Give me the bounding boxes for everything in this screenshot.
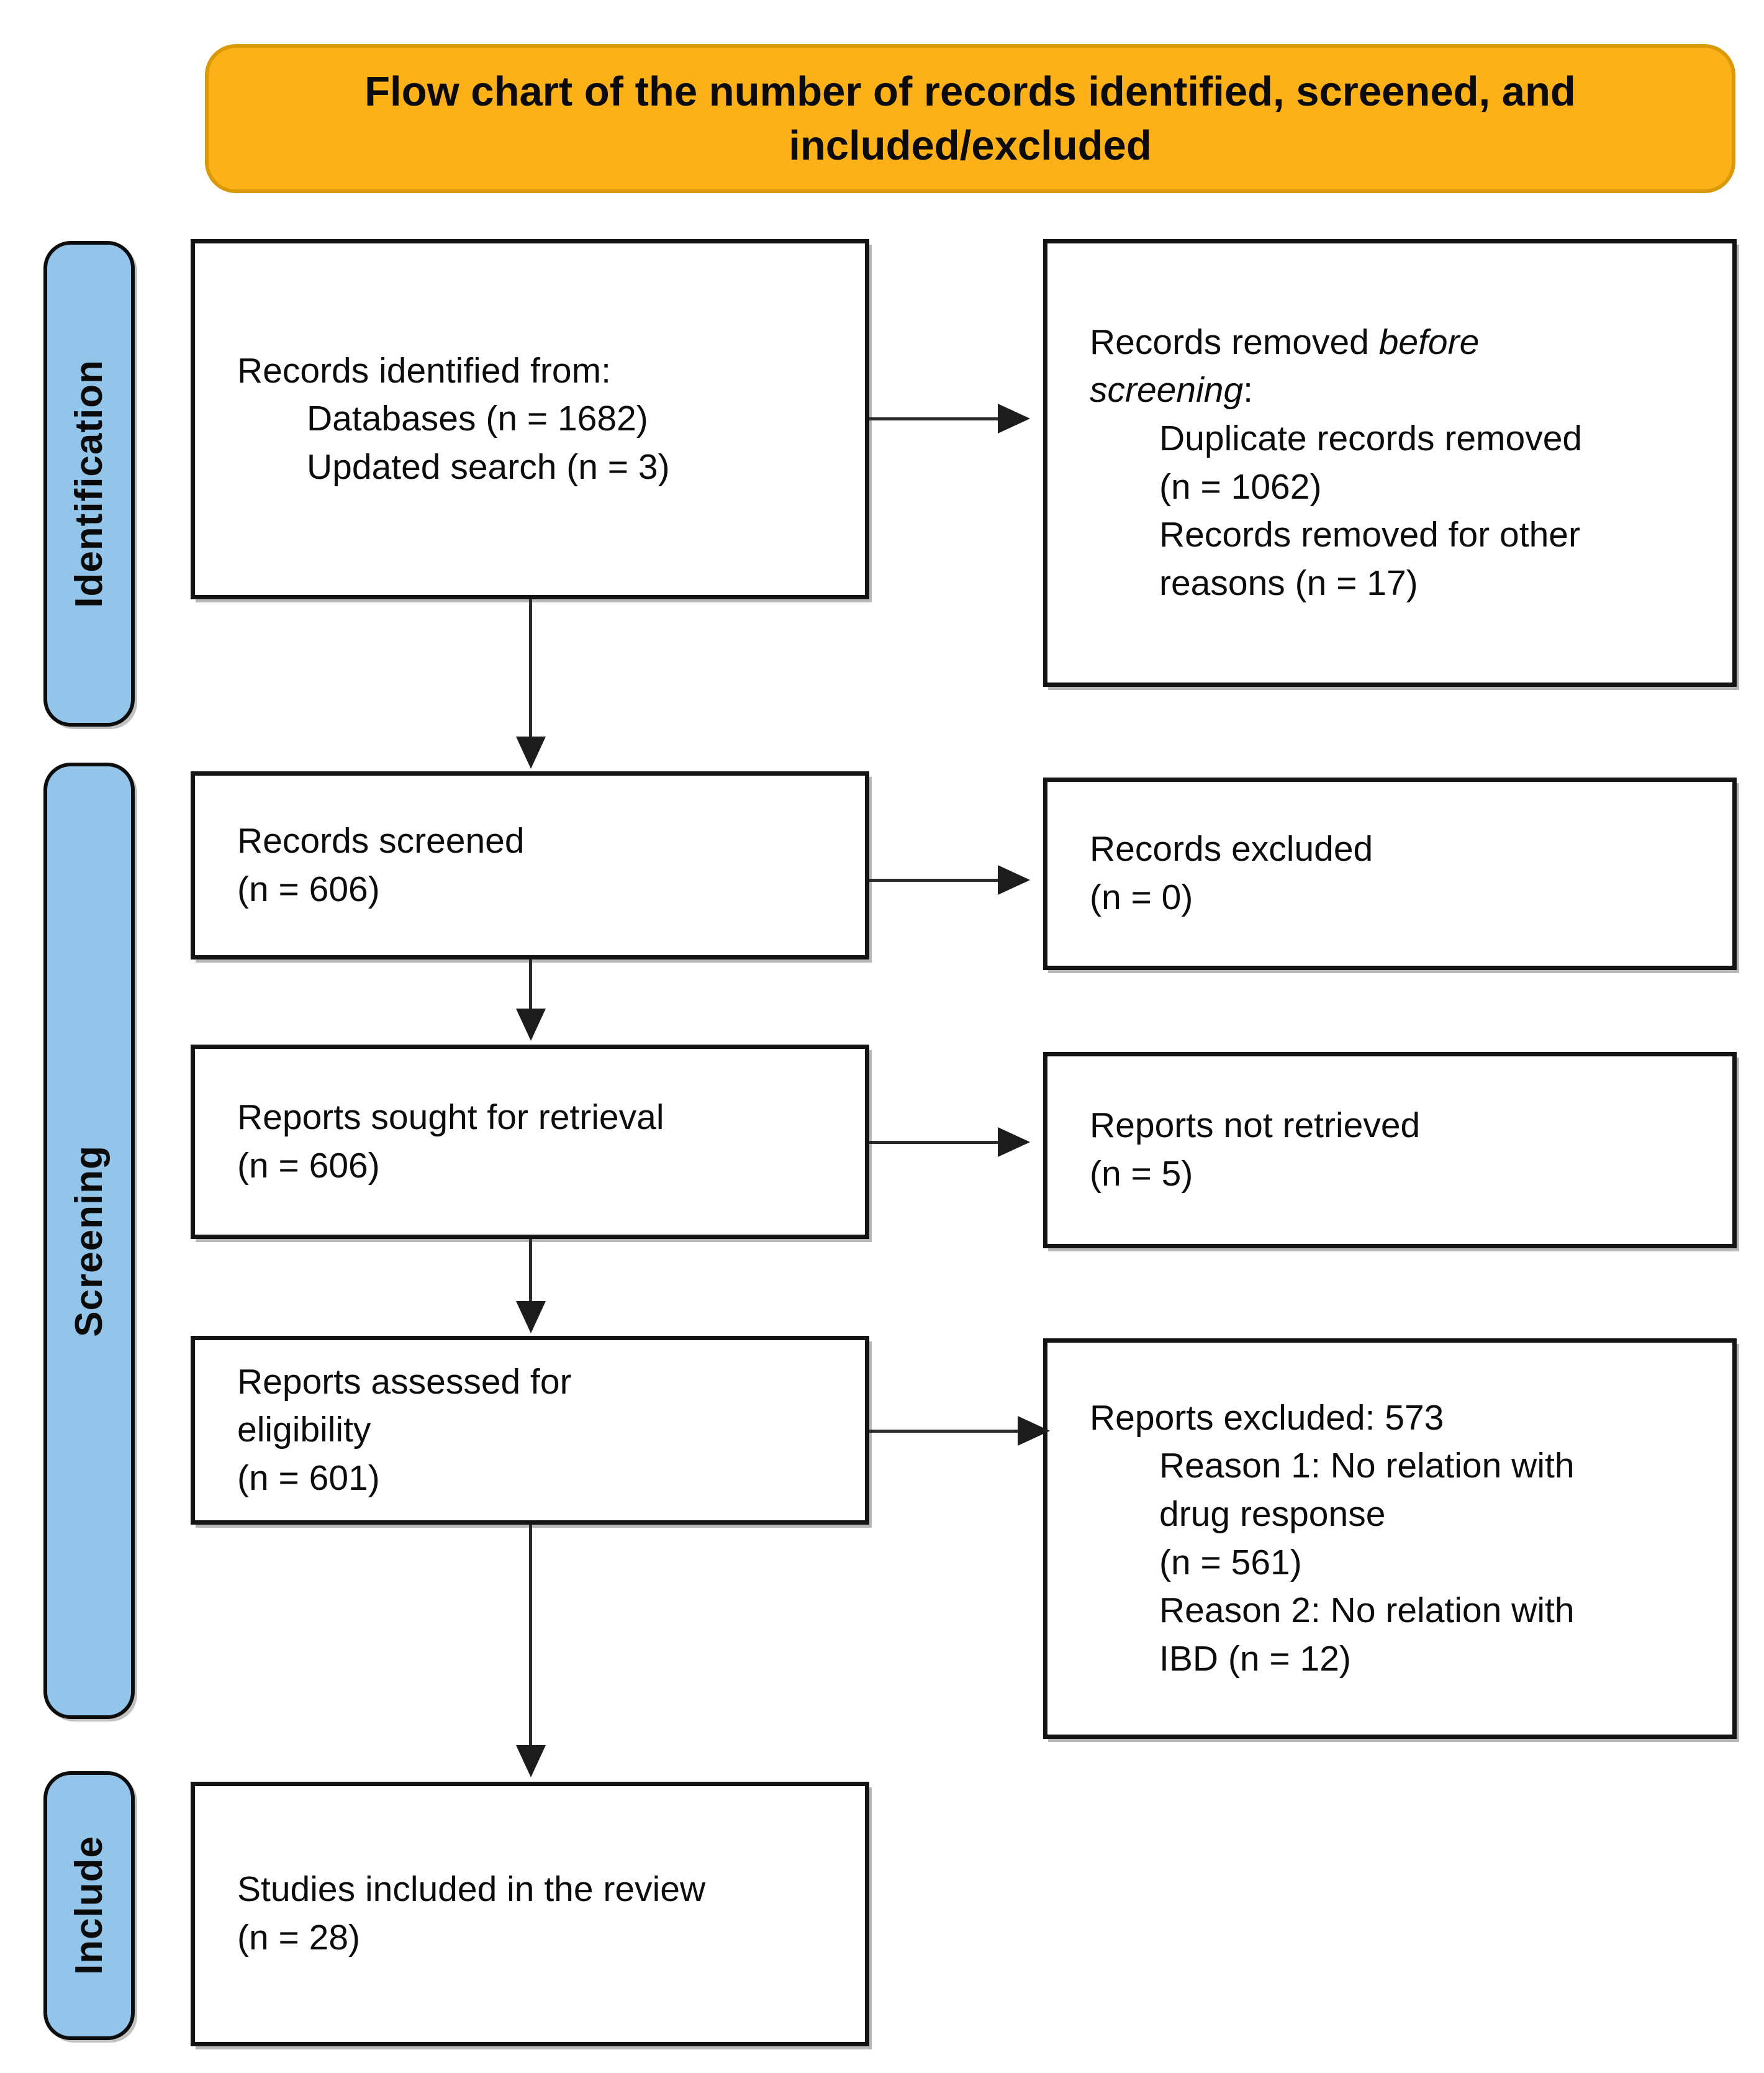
arrow-sought-to-assessed-head-icon: [516, 1301, 546, 1333]
text-line: Records excluded: [1090, 825, 1690, 874]
arrow-identified-to-screened-head-icon: [516, 737, 546, 769]
text-segment: (n = 601): [237, 1458, 380, 1498]
stage-label-include-text: Include: [68, 1836, 111, 1975]
text-segment: (n = 606): [237, 1145, 380, 1186]
text-segment: drug response: [1159, 1494, 1386, 1534]
text-segment: :: [1243, 370, 1253, 411]
stage-label-screening-text: Screening: [68, 1145, 111, 1337]
text-line: Reports sought for retrieval: [237, 1094, 823, 1142]
text-line: (n = 1062): [1090, 463, 1690, 512]
text-segment: Reason 1: No relation with: [1159, 1446, 1575, 1486]
text-segment: (n = 1062): [1159, 466, 1322, 507]
text-line: Reports excluded: 573: [1090, 1394, 1690, 1443]
arrow-identified-to-removed-head-icon: [998, 404, 1030, 433]
arrow-assessed-to-reportsexcluded-head-icon: [1018, 1416, 1050, 1446]
arrow-assessed-to-reportsexcluded-line: [869, 1430, 1018, 1433]
text-segment: screening: [1090, 370, 1244, 411]
text-line: Updated search (n = 3): [237, 443, 823, 492]
arrow-identified-to-screened-line: [529, 599, 532, 737]
text-line: IBD (n = 12): [1090, 1635, 1690, 1684]
stage-label-identification: Identification: [43, 241, 135, 727]
text-line: Records identified from:: [237, 347, 823, 396]
text-line: Studies included in the review: [237, 1866, 823, 1914]
box-records-excluded: Records excluded (n = 0): [1043, 778, 1737, 970]
text-line: Duplicate records removed: [1090, 415, 1690, 463]
text-segment: Reports sought for retrieval: [237, 1097, 664, 1137]
text-segment: (n = 28): [237, 1918, 361, 1957]
text-line: included/excluded: [789, 119, 1152, 173]
text-line: reasons (n = 17): [1090, 560, 1690, 608]
box-reports-sought: Reports sought for retrieval (n = 606): [191, 1045, 869, 1239]
stage-label-include: Include: [43, 1771, 135, 2040]
box-reports-not-retrieved: Reports not retrieved (n = 5): [1043, 1052, 1737, 1248]
title-banner: Flow chart of the number of records iden…: [205, 44, 1735, 193]
text-segment: Updated search (n = 3): [307, 447, 670, 487]
text-line: Reason 1: No relation with: [1090, 1442, 1690, 1490]
text-line: (n = 28): [237, 1914, 823, 1962]
text-segment: Records excluded: [1090, 829, 1373, 869]
text-segment: Databases (n = 1682): [307, 399, 648, 439]
text-segment: reasons (n = 17): [1159, 563, 1418, 603]
text-segment: before: [1378, 322, 1480, 362]
text-segment: Flow chart of the number of records iden…: [364, 68, 1576, 115]
text-line: (n = 0): [1090, 874, 1690, 922]
text-line: Reports assessed for: [237, 1358, 823, 1407]
box-studies-included: Studies included in the review (n = 28): [191, 1782, 869, 2046]
text-segment: Records removed for other: [1159, 515, 1580, 555]
text-segment: Records removed: [1090, 322, 1379, 362]
arrow-identified-to-removed-line: [869, 417, 998, 420]
text-segment: (n = 0): [1090, 878, 1193, 917]
text-segment: eligibility: [237, 1410, 371, 1450]
arrow-screened-to-sought-line: [529, 959, 532, 1009]
text-segment: IBD (n = 12): [1159, 1638, 1351, 1679]
text-line: Reason 2: No relation with: [1090, 1587, 1690, 1635]
arrow-sought-to-notretrieved-head-icon: [998, 1127, 1030, 1157]
text-line: (n = 606): [237, 1142, 823, 1191]
box-reports-assessed: Reports assessed for eligibility (n = 601): [191, 1336, 869, 1525]
text-segment: Studies included in the review: [237, 1869, 706, 1910]
text-line: (n = 601): [237, 1454, 823, 1503]
arrow-sought-to-notretrieved-line: [869, 1141, 998, 1144]
arrow-screened-to-excluded-head-icon: [998, 865, 1030, 895]
box-records-screened: Records screened (n = 606): [191, 771, 869, 959]
text-line: drug response: [1090, 1490, 1690, 1539]
text-segment: Records screened: [237, 820, 525, 861]
text-segment: Reports assessed for: [237, 1361, 572, 1402]
text-segment: Records identified from:: [237, 350, 611, 391]
box-records-identified: Records identified from: Databases (n = 1…: [191, 239, 869, 599]
text-line: screening:: [1090, 366, 1690, 415]
arrow-screened-to-sought-head-icon: [516, 1009, 546, 1041]
text-line: eligibility: [237, 1406, 823, 1454]
stage-label-identification-text: Identification: [68, 360, 111, 608]
arrow-assessed-to-included-head-icon: [516, 1745, 546, 1777]
text-line: (n = 5): [1090, 1150, 1690, 1199]
text-line: Flow chart of the number of records iden…: [364, 65, 1576, 119]
text-segment: Duplicate records removed: [1159, 418, 1583, 458]
text-segment: Reports not retrieved: [1090, 1105, 1421, 1146]
text-segment: (n = 606): [237, 869, 380, 909]
text-line: (n = 561): [1090, 1539, 1690, 1587]
arrow-assessed-to-included-line: [529, 1525, 532, 1746]
text-line: Records screened: [237, 817, 823, 866]
text-segment: (n = 561): [1159, 1542, 1302, 1582]
text-segment: Reports excluded: 573: [1090, 1397, 1444, 1438]
text-segment: Reason 2: No relation with: [1159, 1590, 1575, 1631]
arrow-screened-to-excluded-line: [869, 879, 998, 882]
text-line: Reports not retrieved: [1090, 1102, 1690, 1150]
arrow-sought-to-assessed-line: [529, 1239, 532, 1302]
text-line: Records removed for other: [1090, 511, 1690, 560]
text-line: Records removed before: [1090, 319, 1690, 367]
stage-label-screening: Screening: [43, 763, 135, 1719]
text-line: Databases (n = 1682): [237, 395, 823, 443]
text-segment: included/excluded: [789, 122, 1152, 169]
text-segment: (n = 5): [1090, 1154, 1193, 1194]
text-line: (n = 606): [237, 866, 823, 914]
